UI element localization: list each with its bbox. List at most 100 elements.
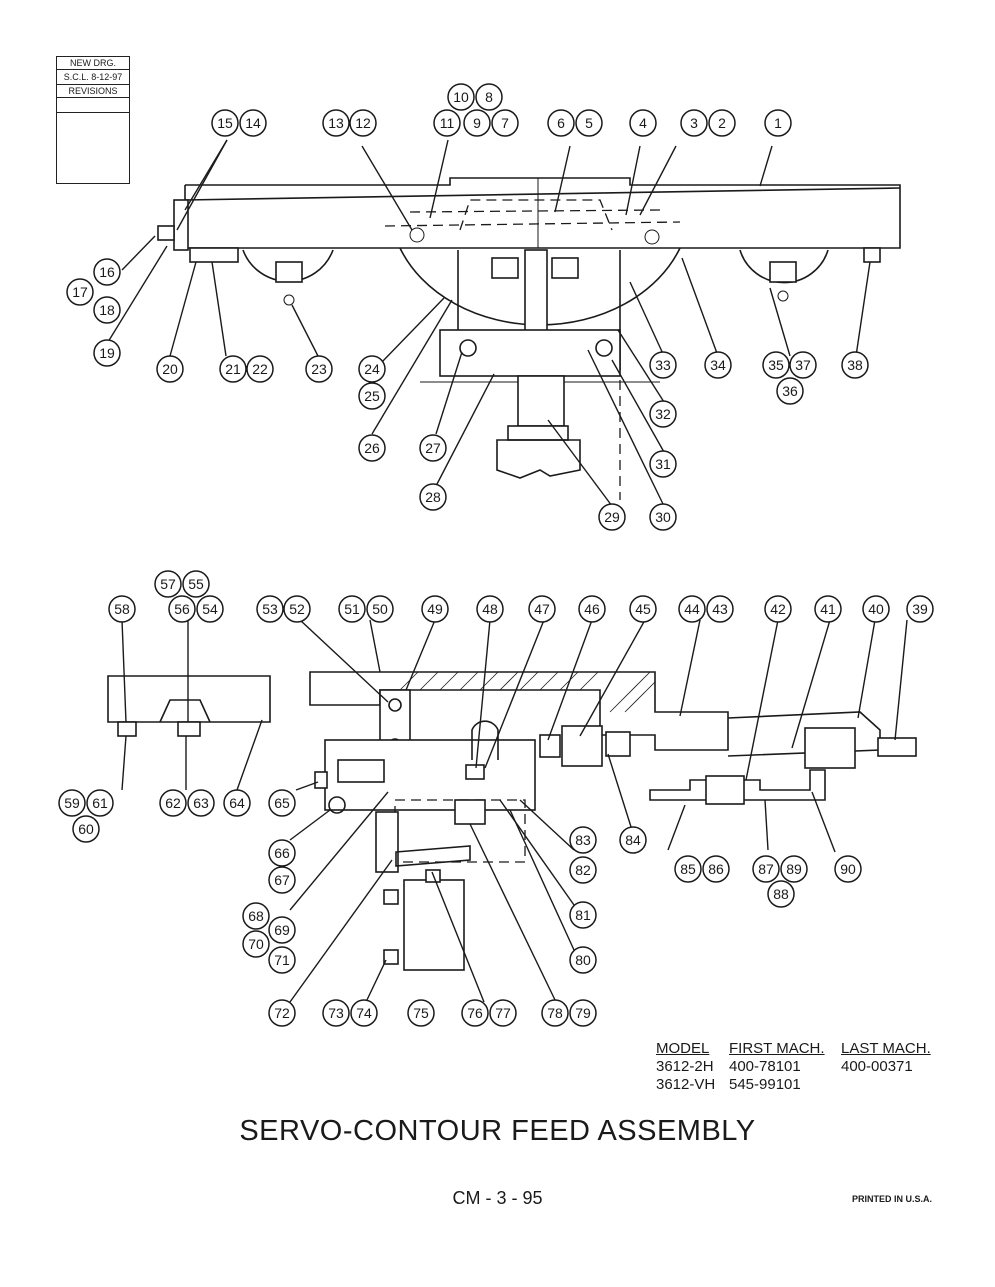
callout-60: 60 bbox=[72, 815, 100, 843]
callout-48: 48 bbox=[476, 595, 504, 623]
internal-guide bbox=[409, 209, 661, 213]
rail-end-nut bbox=[117, 721, 137, 737]
callout-26: 26 bbox=[358, 434, 386, 462]
svg-text:22: 22 bbox=[252, 361, 268, 377]
right-bearing bbox=[595, 339, 613, 357]
callout-62: 62 bbox=[159, 789, 187, 817]
callout-42: 42 bbox=[764, 595, 792, 623]
callout-66: 66 bbox=[268, 839, 296, 867]
svg-text:73: 73 bbox=[328, 1005, 344, 1021]
svg-text:9: 9 bbox=[473, 115, 481, 131]
svg-text:19: 19 bbox=[99, 345, 115, 361]
svg-text:33: 33 bbox=[655, 357, 671, 373]
callout-15: 15 bbox=[211, 109, 239, 137]
svg-text:30: 30 bbox=[655, 509, 671, 525]
bearing-upper bbox=[388, 698, 402, 712]
model-cell: 3612-2H bbox=[656, 1058, 714, 1075]
svg-text:75: 75 bbox=[413, 1005, 429, 1021]
callout-86: 86 bbox=[702, 855, 730, 883]
feed-block bbox=[804, 727, 856, 769]
right-fastener bbox=[644, 229, 660, 245]
set-screw bbox=[328, 796, 346, 814]
motor-mount bbox=[517, 375, 565, 427]
callout-8: 8 bbox=[475, 83, 503, 111]
svg-text:57: 57 bbox=[160, 576, 176, 592]
svg-text:48: 48 bbox=[482, 601, 498, 617]
housing-hatching bbox=[399, 671, 656, 713]
svg-text:55: 55 bbox=[188, 576, 204, 592]
callout-24: 24 bbox=[358, 355, 386, 383]
coupling-nut bbox=[605, 731, 631, 757]
callout-52: 52 bbox=[283, 595, 311, 623]
callout-89: 89 bbox=[780, 855, 808, 883]
svg-text:31: 31 bbox=[655, 456, 671, 472]
beam-outline bbox=[184, 177, 901, 249]
svg-text:86: 86 bbox=[708, 861, 724, 877]
last-mach-header: LAST MACH. bbox=[841, 1040, 931, 1057]
svg-text:47: 47 bbox=[534, 601, 550, 617]
svg-text:32: 32 bbox=[655, 406, 671, 422]
svg-text:71: 71 bbox=[274, 952, 290, 968]
callout-61: 61 bbox=[86, 789, 114, 817]
callout-56: 56 bbox=[168, 595, 196, 623]
svg-text:37: 37 bbox=[795, 357, 811, 373]
callout-10: 10 bbox=[447, 83, 475, 111]
svg-text:6: 6 bbox=[557, 115, 565, 131]
callout-53: 53 bbox=[256, 595, 284, 623]
callout-25: 25 bbox=[358, 382, 386, 410]
side-slot bbox=[337, 759, 385, 783]
callout-71: 71 bbox=[268, 946, 296, 974]
svg-text:10: 10 bbox=[453, 89, 469, 105]
pivot-block bbox=[539, 734, 561, 758]
svg-text:74: 74 bbox=[356, 1005, 372, 1021]
callout-17: 17 bbox=[66, 278, 94, 306]
svg-text:72: 72 bbox=[274, 1005, 290, 1021]
end-plate bbox=[173, 199, 189, 251]
left-fastener bbox=[409, 227, 425, 243]
revision-line-2: S.C.L. 8-12-97 bbox=[57, 70, 129, 85]
svg-text:18: 18 bbox=[99, 302, 115, 318]
callout-72: 72 bbox=[268, 999, 296, 1027]
callout-3: 3 bbox=[680, 109, 708, 137]
callout-69: 69 bbox=[268, 916, 296, 944]
left-wheel-hub bbox=[275, 261, 303, 283]
svg-text:89: 89 bbox=[786, 861, 802, 877]
model-cell: 3612-VH bbox=[656, 1076, 716, 1093]
svg-text:82: 82 bbox=[575, 862, 591, 878]
callout-87: 87 bbox=[752, 855, 780, 883]
svg-text:28: 28 bbox=[425, 489, 441, 505]
callout-77: 77 bbox=[489, 999, 517, 1027]
svg-text:42: 42 bbox=[770, 601, 786, 617]
svg-text:64: 64 bbox=[229, 795, 245, 811]
svg-text:50: 50 bbox=[372, 601, 388, 617]
callout-84: 84 bbox=[619, 826, 647, 854]
hose-coupling bbox=[705, 775, 745, 805]
callout-81: 81 bbox=[569, 901, 597, 929]
coupling bbox=[561, 725, 603, 767]
column-nut-right bbox=[551, 257, 579, 279]
callout-16: 16 bbox=[93, 258, 121, 286]
svg-text:40: 40 bbox=[868, 601, 884, 617]
callout-70: 70 bbox=[242, 930, 270, 958]
svg-text:85: 85 bbox=[680, 861, 696, 877]
motor-bolt-bottom bbox=[383, 949, 399, 965]
callout-82: 82 bbox=[569, 856, 597, 884]
callout-47: 47 bbox=[528, 595, 556, 623]
last-mach-cell: 400-00371 bbox=[841, 1058, 913, 1075]
callout-33: 33 bbox=[649, 351, 677, 379]
motor-bolt-top bbox=[383, 889, 399, 905]
svg-text:43: 43 bbox=[712, 601, 728, 617]
svg-text:39: 39 bbox=[912, 601, 928, 617]
callout-55: 55 bbox=[182, 570, 210, 598]
callout-38: 38 bbox=[841, 351, 869, 379]
callout-34: 34 bbox=[704, 351, 732, 379]
printed-note: PRINTED IN U.S.A. bbox=[852, 1194, 933, 1204]
svg-text:26: 26 bbox=[364, 440, 380, 456]
beam-taper-line bbox=[184, 187, 901, 201]
revisions-label: REVISIONS bbox=[57, 85, 129, 98]
callout-5: 5 bbox=[575, 109, 603, 137]
callout-14: 14 bbox=[239, 109, 267, 137]
callout-32: 32 bbox=[649, 400, 677, 428]
